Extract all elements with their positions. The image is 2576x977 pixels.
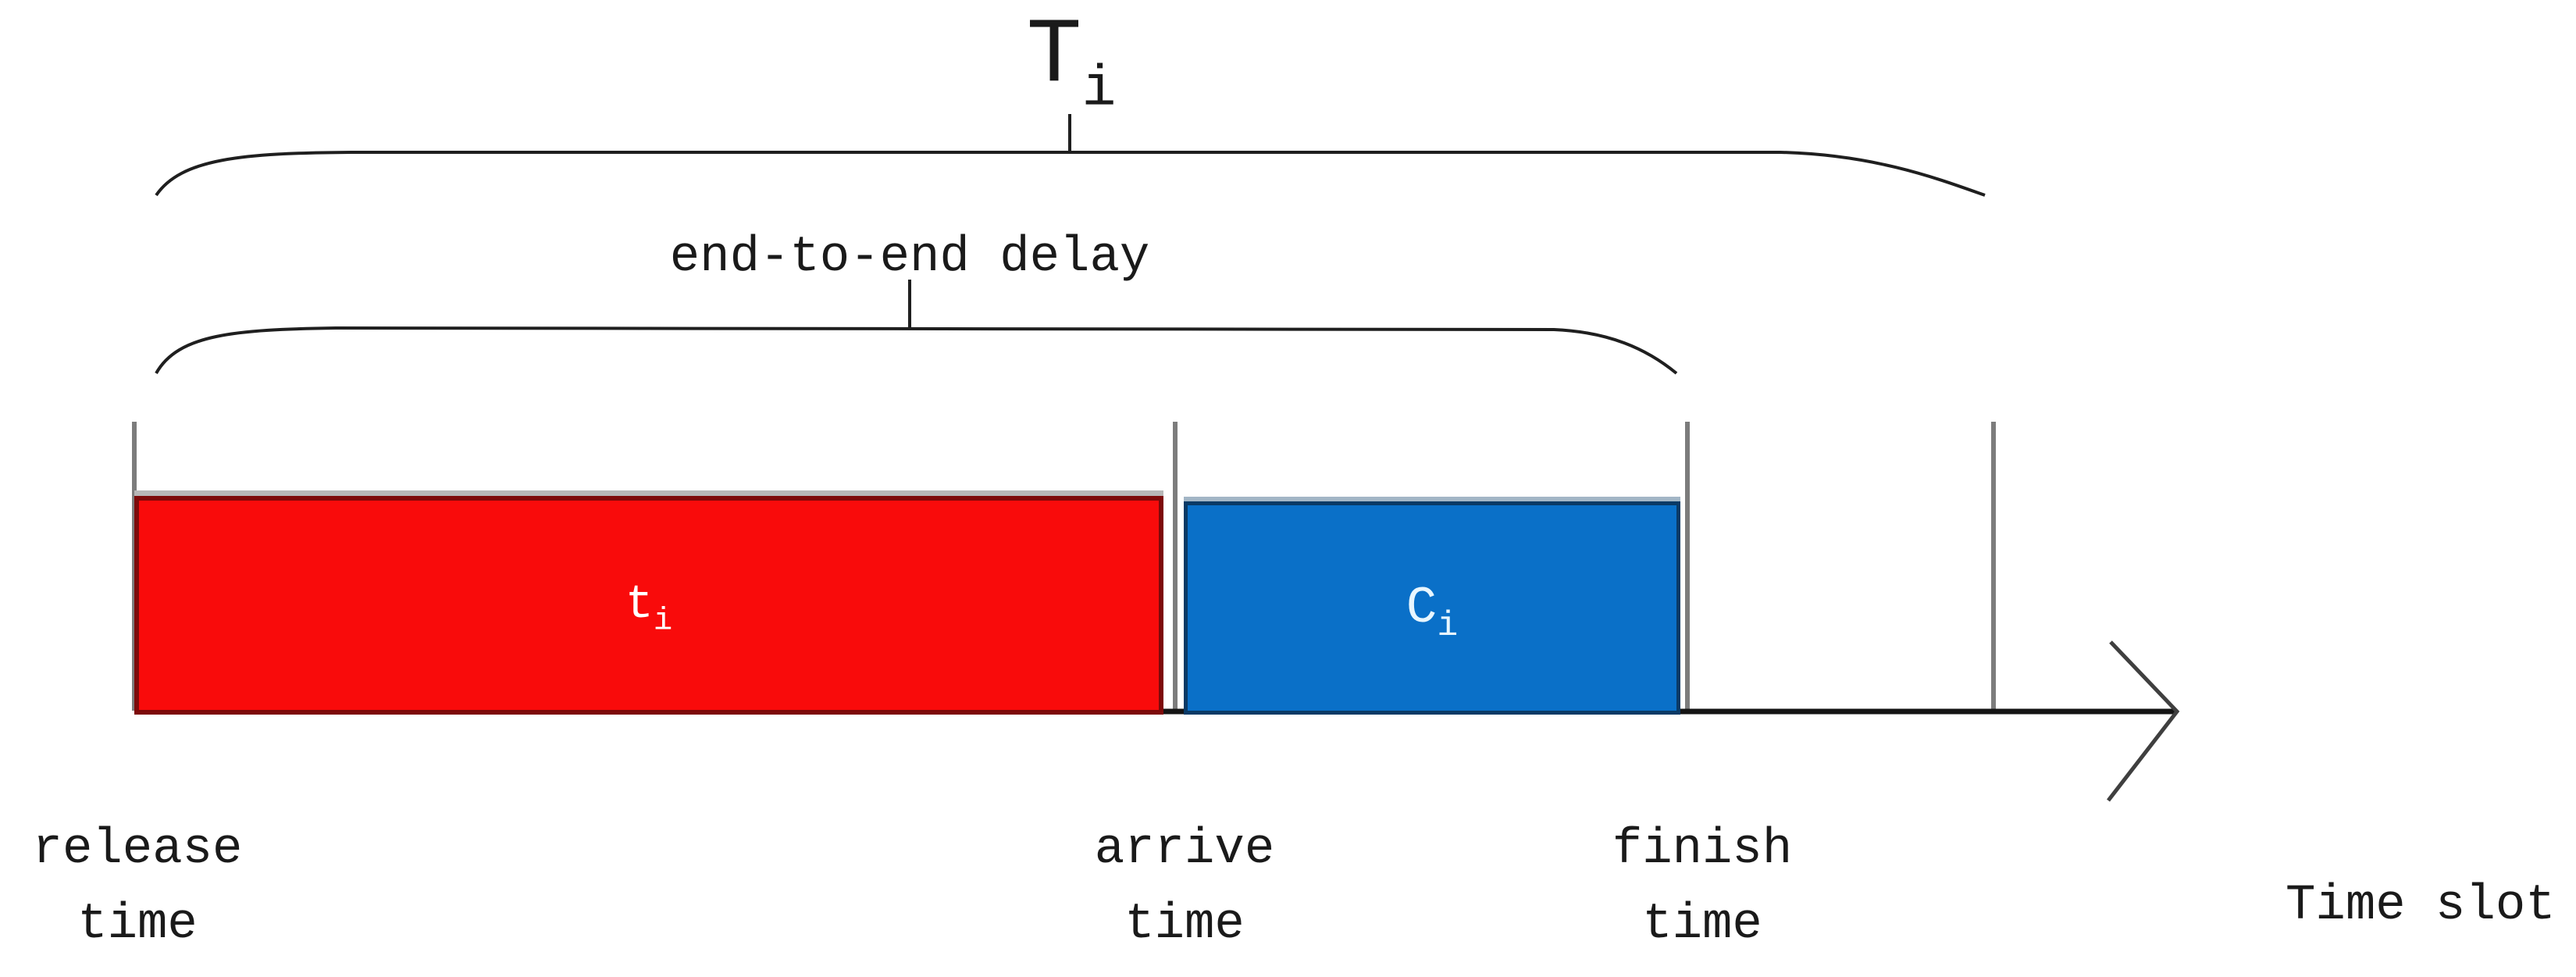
arrive-time-label: arrive time [1095, 812, 1274, 962]
finish-time-label: finish time [1612, 812, 1792, 962]
transmission-time-bar: ti [134, 496, 1163, 715]
release-time-label-line1: release [32, 822, 243, 878]
arrive-time-label-line1: arrive [1094, 822, 1275, 878]
transmission-bar-label: ti [625, 579, 673, 640]
finish-time-label-line1: finish [1612, 822, 1793, 878]
end-to-end-delay-label: end-to-end delay [669, 230, 1150, 286]
finish-time-label-line2: time [1642, 897, 1762, 953]
release-time-label-line2: time [77, 897, 198, 953]
axis-arrowhead-icon [2107, 640, 2180, 802]
period-brace [155, 151, 1986, 197]
arrive-time-label-line2: time [1124, 897, 1245, 953]
computation-time-bar: Ci [1184, 501, 1680, 715]
period-label: Ti [1026, 5, 1117, 122]
time-slot-axis-label: Time slot [2286, 878, 2556, 934]
release-time-label: release time [33, 812, 243, 962]
transmission-bar-top-edge [134, 490, 1163, 496]
computation-bar-top-edge [1184, 497, 1680, 502]
computation-bar-label: Ci [1406, 578, 1459, 646]
delay-brace [155, 326, 1678, 375]
